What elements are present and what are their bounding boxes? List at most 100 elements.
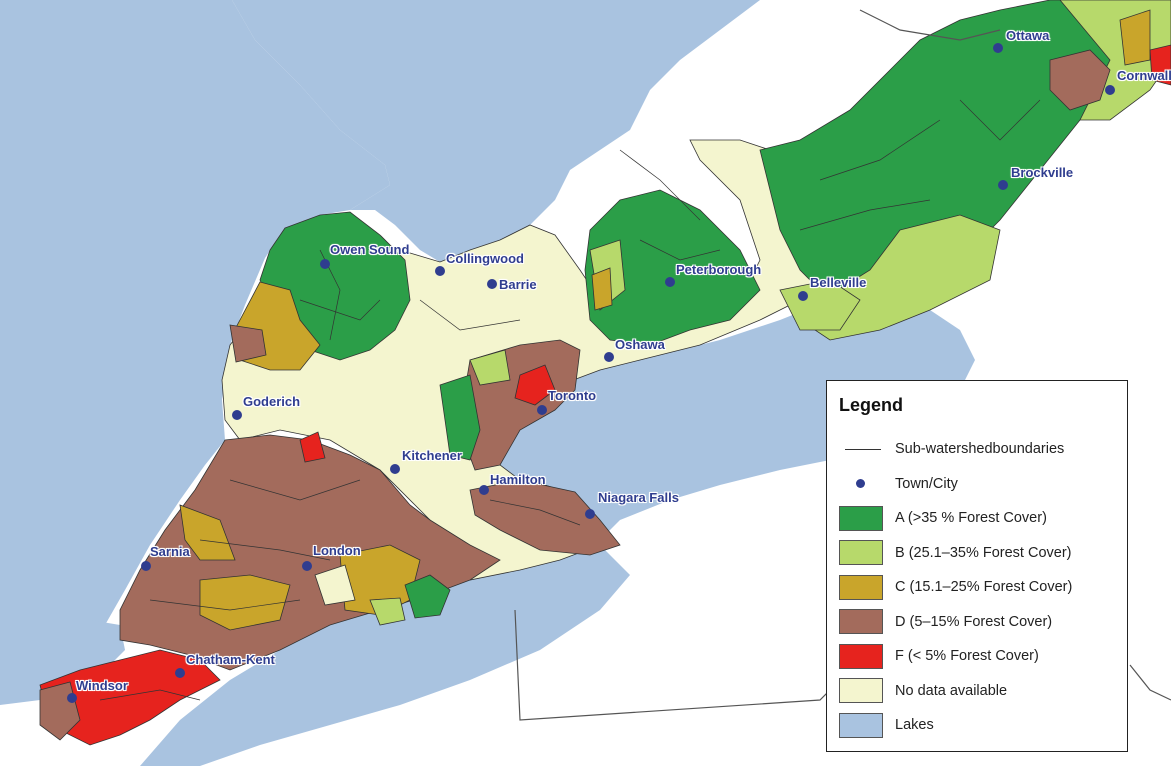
city-marker-niagara-falls <box>585 509 595 519</box>
city-marker-hamilton <box>479 485 489 495</box>
city-marker-barrie <box>487 279 497 289</box>
city-marker-cornwall <box>1105 85 1115 95</box>
legend-swatch-c <box>839 574 883 600</box>
city-marker-windsor <box>67 693 77 703</box>
boundary-line-icon <box>839 437 883 462</box>
city-marker-collingwood <box>435 266 445 276</box>
city-marker-goderich <box>232 410 242 420</box>
region-f-north <box>299 431 326 463</box>
legend-label: Town/City <box>895 475 958 492</box>
boundary-line <box>149 599 301 611</box>
legend-item-town: Town/City <box>839 467 1115 502</box>
legend-item-no-data: No data available <box>839 674 1115 709</box>
region-f-cornwall <box>1149 44 1171 86</box>
region-c-southwest <box>179 504 236 561</box>
legend-label: D (5–15% Forest Cover) <box>895 613 1053 630</box>
region-a-toronto-west <box>439 374 481 461</box>
city-marker-kitchener <box>390 464 400 474</box>
city-marker-owen-sound <box>320 259 330 269</box>
legend-swatch-no-data <box>839 678 883 704</box>
legend-swatch-f <box>839 643 883 669</box>
lake-st-clair <box>55 620 125 675</box>
legend-item-lakes: Lakes <box>839 708 1115 743</box>
city-label-hamilton: Hamilton <box>490 472 546 487</box>
boundary-line <box>199 539 331 561</box>
city-marker-oshawa <box>604 352 614 362</box>
legend-swatch-a <box>839 505 883 531</box>
legend-item-class-a: A (>35 % Forest Cover) <box>839 501 1115 536</box>
boundary-line <box>819 119 941 181</box>
subwatershed-boundaries <box>99 99 1041 701</box>
city-marker-toronto <box>537 405 547 415</box>
boundary-line <box>619 149 701 221</box>
lake-huron <box>0 0 390 705</box>
city-label-sarnia: Sarnia <box>150 544 190 559</box>
city-marker-brockville <box>998 180 1008 190</box>
boundary-line <box>639 239 721 261</box>
city-label-goderich: Goderich <box>243 394 301 409</box>
boundary-line <box>489 499 581 526</box>
boundary-line <box>419 299 521 331</box>
city-label-windsor: Windsor <box>76 678 128 693</box>
georgian-bay <box>232 0 760 262</box>
town-dot-icon <box>839 471 883 496</box>
city-label-brockville: Brockville <box>1011 165 1074 180</box>
city-label-barrie: Barrie <box>499 277 537 292</box>
legend-swatch-b <box>839 540 883 566</box>
region-b-toronto <box>469 349 511 386</box>
city-label-chatham-kent: Chatham-Kent <box>186 652 275 667</box>
region-no-data-south <box>314 564 356 606</box>
legend-label: C (15.1–25% Forest Cover) <box>895 579 1073 596</box>
city-marker-belleville <box>798 291 808 301</box>
region-d-east <box>1049 49 1111 111</box>
region-f-toronto <box>514 364 556 406</box>
city-marker-sarnia <box>141 561 151 571</box>
city-marker-chatham-kent <box>175 668 185 678</box>
legend-item-class-d: D (5–15% Forest Cover) <box>839 605 1115 640</box>
city-marker-london <box>302 561 312 571</box>
legend-swatch-d <box>839 609 883 635</box>
city-marker-ottawa <box>993 43 1003 53</box>
city-label-owen-sound: Owen Sound <box>330 242 410 257</box>
legend-swatch-lakes <box>839 712 883 738</box>
city-label-london: London <box>313 543 361 558</box>
legend-item-class-f: F (< 5% Forest Cover) <box>839 639 1115 674</box>
legend-item-class-c: C (15.1–25% Forest Cover) <box>839 570 1115 605</box>
legend-label: No data available <box>895 682 1008 699</box>
region-d-niagara <box>469 479 621 556</box>
legend-label: F (< 5% Forest Cover) <box>895 648 1039 665</box>
legend-item-class-b: B (25.1–35% Forest Cover) <box>839 536 1115 571</box>
boundary-line <box>299 299 381 321</box>
city-label-belleville: Belleville <box>810 275 867 290</box>
legend-label: A (>35 % Forest Cover) <box>895 510 1047 527</box>
ottawa-river-border <box>859 9 1001 41</box>
international-border-east <box>1129 664 1171 701</box>
region-b-south <box>369 597 406 626</box>
city-label-cornwall: Cornwall <box>1117 68 1171 83</box>
boundary-line <box>959 99 1041 141</box>
region-a-kawartha <box>584 189 761 346</box>
legend-item-boundaries: Sub-watershedboundaries <box>839 432 1115 467</box>
region-c-east <box>1119 9 1151 66</box>
boundary-line <box>99 689 201 701</box>
lake-ontario <box>500 300 975 540</box>
city-label-collingwood: Collingwood <box>446 251 524 266</box>
boundary-line <box>229 479 361 501</box>
city-label-peterborough: Peterborough <box>676 262 762 277</box>
legend-label: Sub-watershedboundaries <box>895 441 1065 458</box>
region-c-kawartha <box>591 267 613 311</box>
lakes-layer <box>0 0 975 766</box>
lake-erie <box>140 545 630 766</box>
city-label-toronto: Toronto <box>548 388 597 403</box>
city-label-ottawa: Ottawa <box>1006 28 1050 43</box>
region-c-south <box>199 574 291 631</box>
legend-label: Lakes <box>895 717 934 734</box>
boundary-line <box>799 199 931 231</box>
region-a-longpoint <box>404 574 451 619</box>
city-marker-peterborough <box>665 277 675 287</box>
city-label-niagara-falls: Niagara Falls <box>598 490 679 505</box>
city-label-oshawa: Oshawa <box>615 337 665 352</box>
city-label-kitchener: Kitchener <box>402 448 462 463</box>
legend-label: B (25.1–35% Forest Cover) <box>895 544 1072 561</box>
